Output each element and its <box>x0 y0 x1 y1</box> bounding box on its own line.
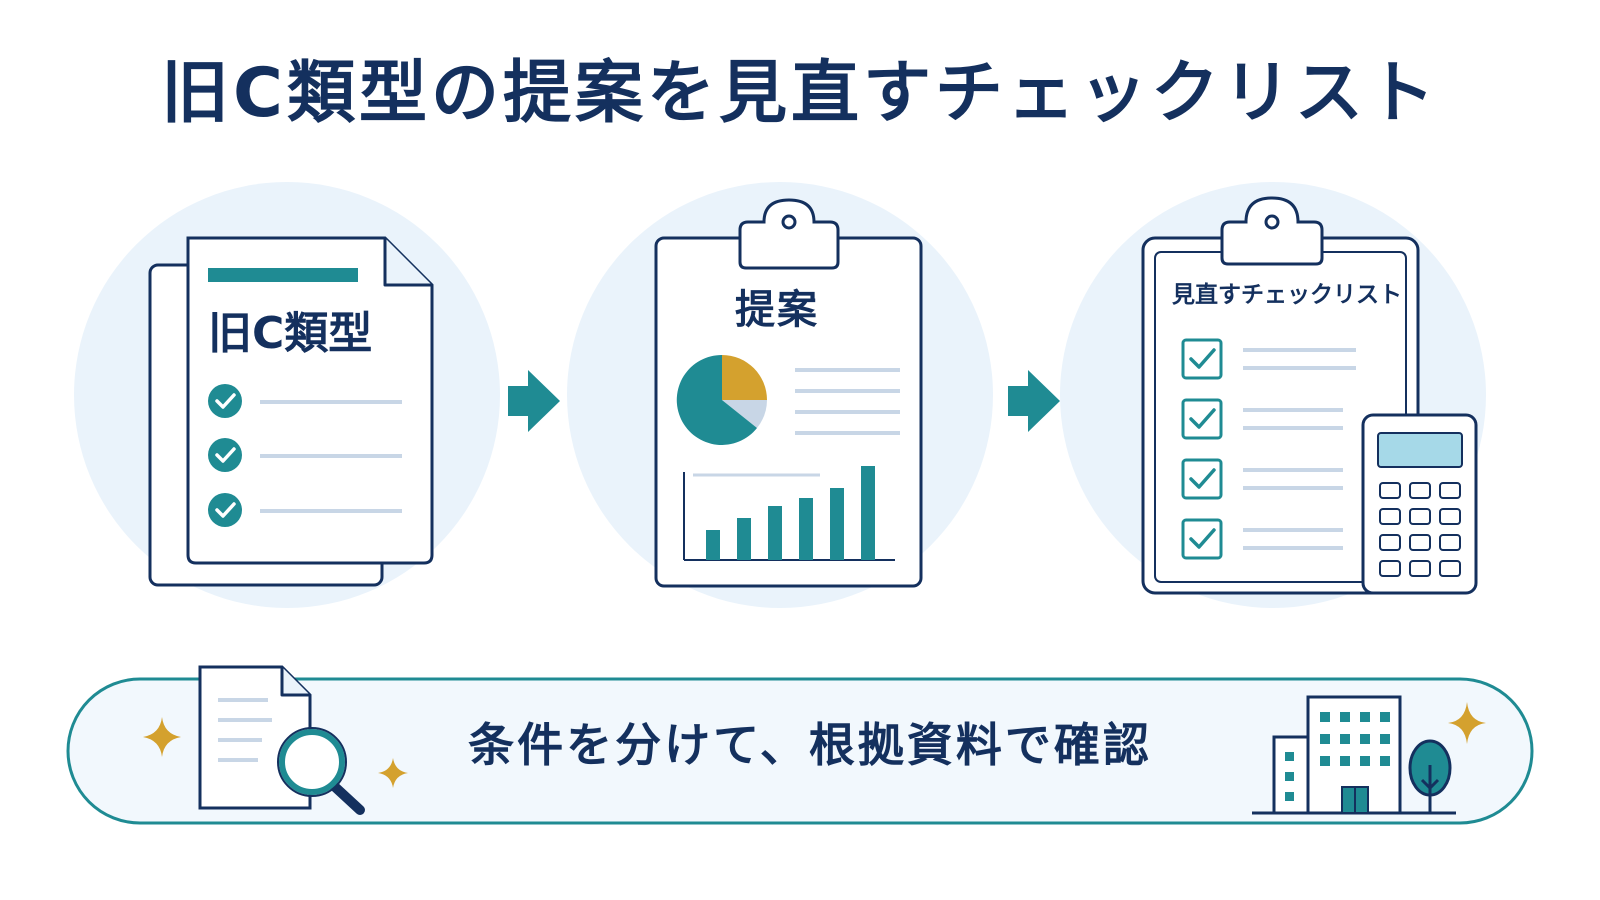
check-item-1 <box>208 384 402 418</box>
page-title: 旧C類型の提案を見直すチェックリスト <box>161 54 1439 133</box>
step-3-label: 見直すチェックリスト <box>1172 282 1402 308</box>
bar-chart <box>683 466 895 561</box>
checkbox-item-4 <box>1181 518 1343 560</box>
clipboard-charts-icon <box>654 198 923 588</box>
sparkle-icon <box>378 758 408 788</box>
clipboard-checklist-calculator-icon <box>1141 196 1478 595</box>
building-tree-icon <box>1252 695 1456 815</box>
pie-legend-lines <box>795 368 900 435</box>
sparkle-icon <box>1448 702 1486 744</box>
pie-chart <box>676 354 767 445</box>
step-1-label: 旧C類型 <box>208 308 373 359</box>
summary-banner-text: 条件を分けて、根拠資料で確認 <box>468 718 1152 772</box>
check-item-2 <box>208 438 402 472</box>
step-2-label: 提案 <box>735 287 819 333</box>
document-search-icon <box>198 665 365 815</box>
check-item-3 <box>208 493 402 527</box>
tree-icon <box>1408 739 1452 813</box>
checkbox-item-3 <box>1181 458 1343 500</box>
arrow-right-icon <box>508 370 560 432</box>
calculator-icon <box>1361 413 1478 595</box>
summary-banner <box>66 677 1534 825</box>
checkbox-item-1 <box>1181 338 1356 380</box>
arrow-right-icon <box>1008 370 1060 432</box>
document-stack-icon <box>148 236 434 587</box>
sparkle-icon <box>143 717 181 757</box>
checkbox-item-2 <box>1181 398 1343 440</box>
doc-header-bar <box>208 268 358 282</box>
magnifier-icon <box>277 727 365 815</box>
